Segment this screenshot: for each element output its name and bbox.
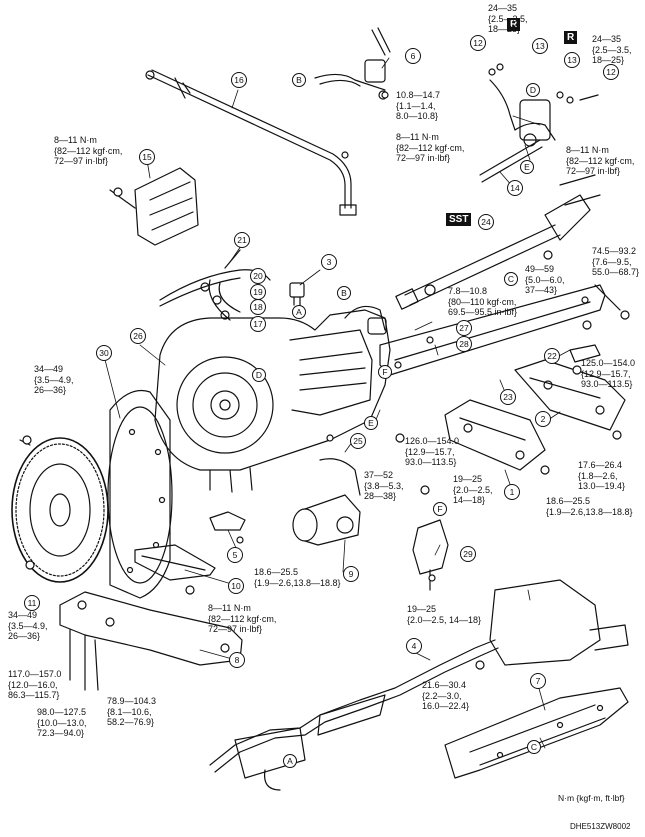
callout-23: 23: [500, 389, 516, 405]
callout-11: 11: [24, 595, 40, 611]
torque-spec-22: 125.0—154.0{12.9—15.7,93.0—113.5}: [581, 358, 636, 389]
torque-spec-6: 10.8—14.7{1.1—1.4,8.0—10.8}: [396, 90, 441, 121]
callout-24: 24: [478, 214, 494, 230]
ref-b: B: [337, 286, 351, 300]
torque-spec-12-left: 24—35{2.5—3.5,18—25}: [488, 3, 528, 34]
selector-rod-drawing: [145, 69, 357, 216]
drive-plate-drawing: [11, 437, 109, 583]
tag-r-2: R: [564, 31, 578, 44]
ref-e-top: E: [520, 160, 534, 174]
heat-shield-drawing: [444, 687, 629, 779]
callout-25: 25: [350, 433, 366, 449]
callout-18: 18: [250, 299, 266, 315]
torque-spec-24-rear: 74.5—93.2{7.6—9.5,55.0—68.7}: [592, 246, 640, 277]
torque-spec-8-center: 98.0—127.5{10.0—13.0,72.3—94.0}: [37, 707, 87, 738]
callout-28: 28: [456, 336, 472, 352]
callout-21: 21: [234, 232, 250, 248]
callout-5: 5: [227, 547, 243, 563]
callout-9: 9: [343, 566, 359, 582]
transmission-drawing: [154, 305, 391, 493]
torque-spec-2: 17.6—26.4{1.8—2.6,13.0—19.4}: [578, 460, 626, 491]
torque-spec-14: 8—11 N·m{82—112 kgf·cm,72—97 in·lbf}: [566, 145, 635, 176]
ref-c: C: [504, 272, 518, 286]
callout-27: 27: [456, 320, 472, 336]
ref-a: A: [292, 305, 306, 319]
torque-spec-12-right: 24—35{2.5—3.5,18—25}: [592, 34, 632, 65]
torque-spec-5: 18.6—25.5{1.9—2.6,13.8—18.8}: [254, 567, 341, 588]
tag-r-1: R: [507, 18, 521, 31]
ref-f-bottom: F: [433, 502, 447, 516]
callout-30: 30: [96, 345, 112, 361]
torque-spec-23: 126.0—154.0{12.9—15.7,93.0—113.5}: [405, 436, 460, 467]
callout-17: 17: [250, 316, 266, 332]
bolts: [22, 91, 630, 670]
torque-spec-rod: 8—11 N·m{82—112 kgf·cm,72—97 in·lbf}: [396, 132, 465, 163]
callout-19: 19: [250, 284, 266, 300]
torque-spec-1: 18.6—25.5{1.9—2.6,13.8—18.8}: [546, 496, 633, 517]
propeller-shaft-drawing: [395, 174, 601, 310]
torque-spec-9: 37—52{3.8—5.3,28—38}: [364, 470, 404, 501]
torque-spec-30: 34—49{3.5—4.9,26—36}: [34, 364, 74, 395]
starter-motor-drawing: [292, 458, 361, 546]
small-brackets-drawing: [134, 511, 246, 581]
ref-c-bottom: C: [527, 740, 541, 754]
callout-15: 15: [139, 149, 155, 165]
torque-spec-27: 7.8—10.8{80—110 kgf·cm,69.5—95.5 in·lbf}: [448, 286, 518, 317]
callout-12a: 12: [470, 35, 486, 51]
unit-legend: N·m {kgf·m, ft·lbf}: [558, 793, 625, 803]
callout-14: 14: [507, 180, 523, 196]
torque-spec-8-left: 117.0—157.0{12.0—16.0,86.3—115.7}: [8, 669, 62, 700]
torque-spec-11: 34—49{3.5—4.9,26—36}: [8, 610, 48, 641]
ref-f: F: [378, 365, 392, 379]
callout-4: 4: [406, 638, 422, 654]
figure-code: DHE513ZW8002: [570, 822, 631, 831]
callout-16: 16: [231, 72, 247, 88]
torque-spec-8-right: 78.9—104.3{8.1—10.6,58.2—76.9}: [107, 696, 157, 727]
torque-spec-4: 21.6—30.4{2.2—3.0,16.0—22.4}: [422, 680, 470, 711]
torque-spec-29: 19—25{2.0—2.5, 14—18}: [407, 604, 482, 625]
callout-13b: 13: [564, 52, 580, 68]
callout-6: 6: [405, 48, 421, 64]
torque-spec-29-top: 19—25{2.0—2.5,14—18}: [453, 474, 493, 505]
callout-10: 10: [228, 578, 244, 594]
tag-sst: SST: [446, 213, 472, 226]
callout-13a: 13: [532, 38, 548, 54]
callout-2: 2: [535, 411, 551, 427]
callout-20: 20: [250, 268, 266, 284]
exhaust-system-drawing: [209, 579, 629, 791]
callout-8: 8: [229, 652, 245, 668]
ref-a-bottom: A: [283, 754, 297, 768]
leader-lines: [102, 57, 571, 749]
torque-spec-15: 8—11 N·m{82—112 kgf·cm,72—97 in·lbf}: [54, 135, 123, 166]
cover-plate-drawing: [107, 389, 173, 599]
ref-d: D: [252, 368, 266, 382]
callout-29: 29: [460, 546, 476, 562]
callout-7: 7: [530, 673, 546, 689]
callout-1: 1: [504, 484, 520, 500]
callout-12b: 12: [603, 64, 619, 80]
ref-e: E: [364, 416, 378, 430]
sensor-3-drawing: [289, 282, 305, 306]
callout-3: 3: [321, 254, 337, 270]
torque-spec-10: 8—11 N·m{82—112 kgf·cm,72—97 in·lbf}: [208, 603, 277, 634]
bracket-15-drawing: [109, 167, 199, 246]
torque-spec-24-center: 49—59{5.0—6.0,37—43}: [525, 264, 565, 295]
ref-b-top: B: [292, 73, 306, 87]
crossmember-23-drawing: [379, 284, 621, 376]
ref-d-top: D: [526, 83, 540, 97]
callout-22: 22: [544, 348, 560, 364]
callout-26: 26: [130, 328, 146, 344]
